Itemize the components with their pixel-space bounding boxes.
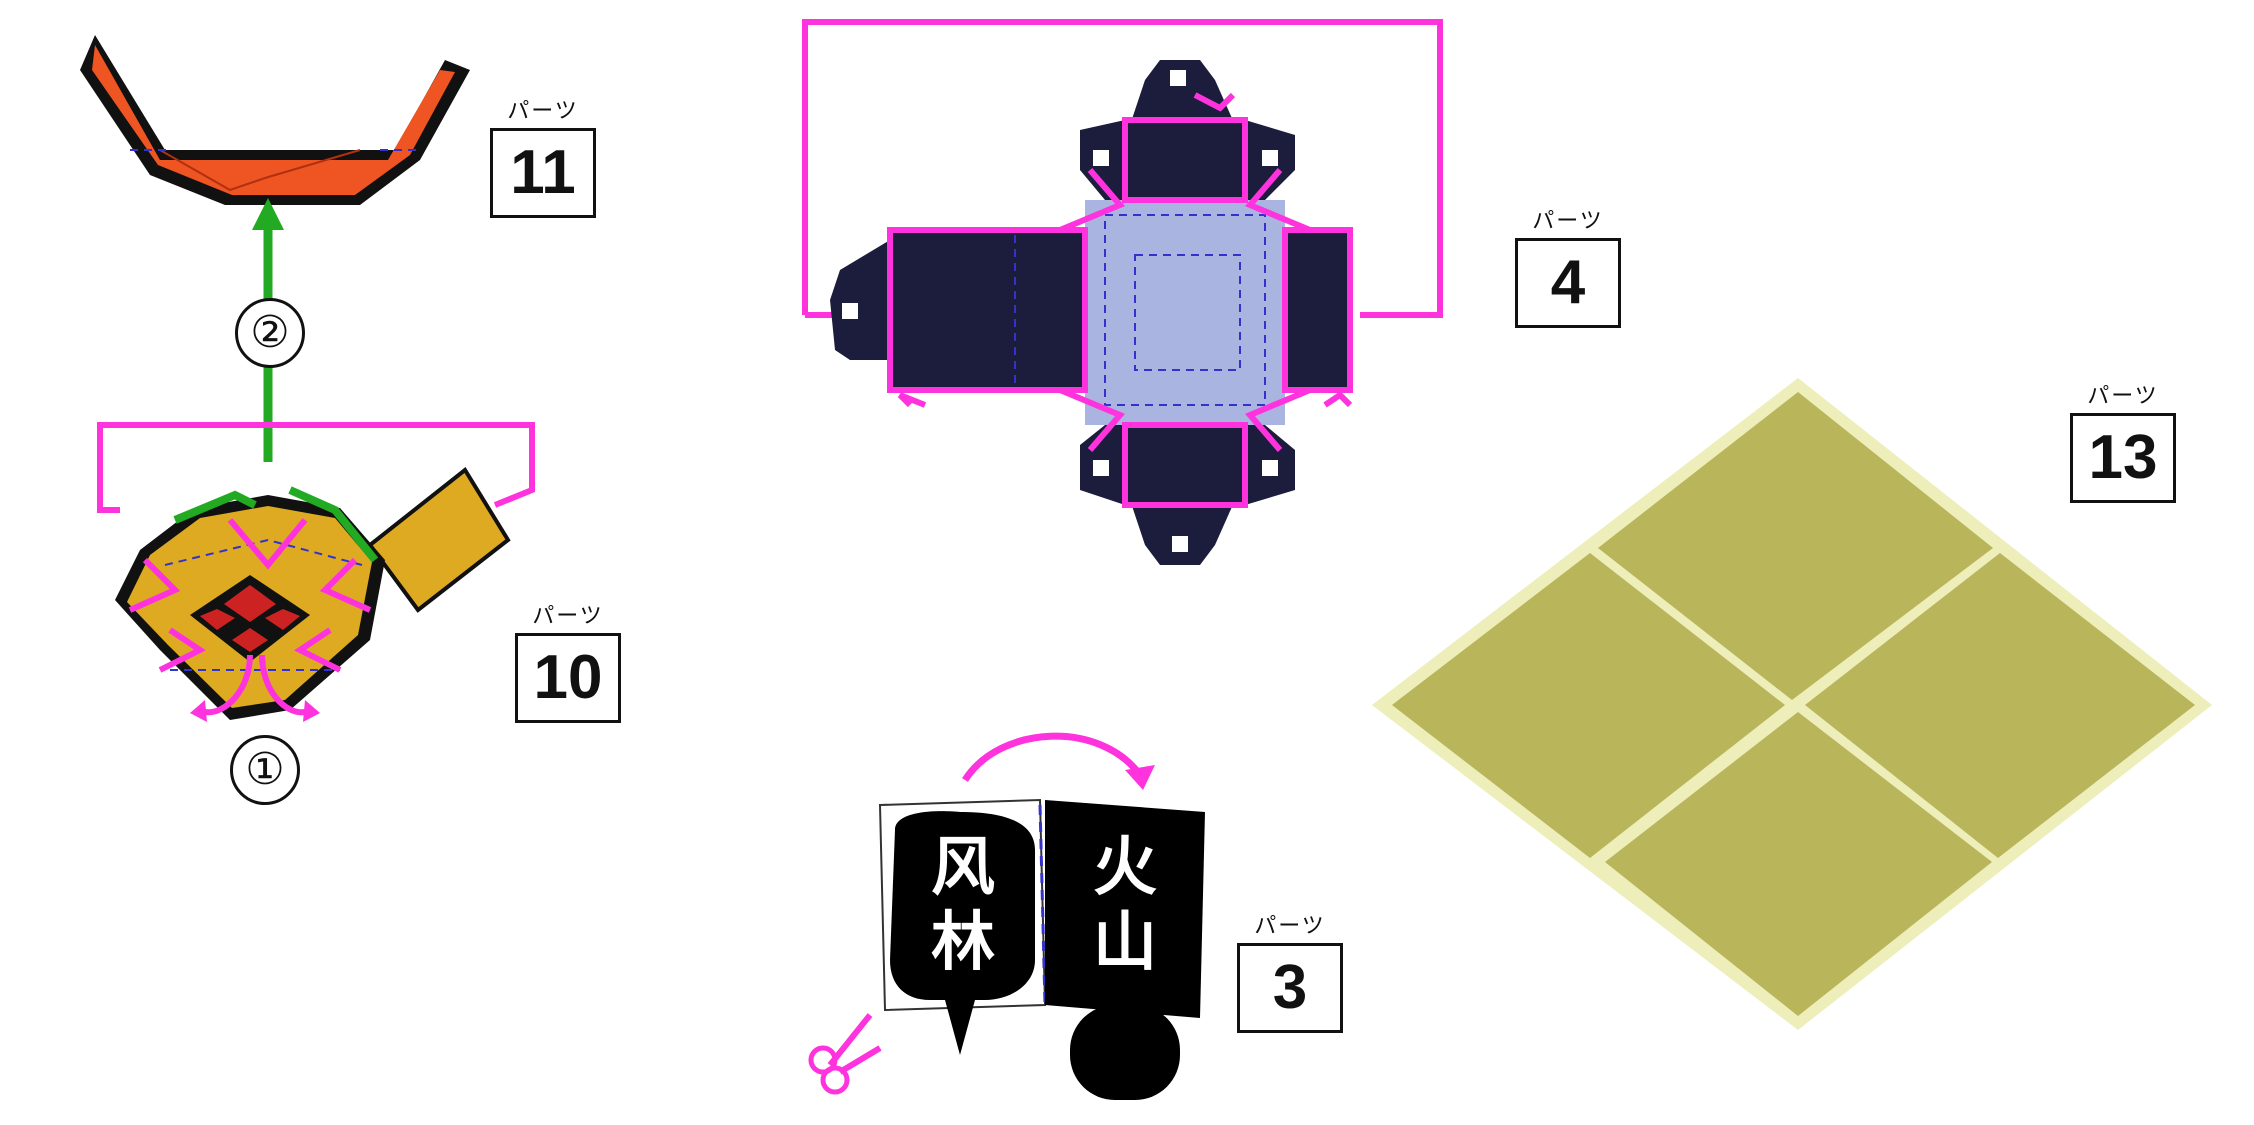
part-ruby: パーツ xyxy=(507,100,579,124)
part-number-3: 3 xyxy=(1237,943,1343,1033)
banner-char-wind: 风 xyxy=(903,830,1023,906)
banner-char-fire: 火 xyxy=(1065,830,1185,906)
part-label-11: パーツ 11 xyxy=(490,100,596,218)
part-ruby: パーツ xyxy=(2087,385,2159,409)
banner-char-forest: 林 xyxy=(903,905,1023,981)
curved-arrow-icon xyxy=(965,736,1140,780)
scissors-icon xyxy=(811,1015,880,1092)
part-number-10: 10 xyxy=(515,633,621,723)
step-1-marker: ① xyxy=(230,735,300,805)
part-number-13: 13 xyxy=(2070,413,2176,503)
part-label-10: パーツ 10 xyxy=(515,605,621,723)
part-ruby: パーツ xyxy=(1254,915,1326,939)
part-label-4: パーツ 4 xyxy=(1515,210,1621,328)
part-4-box-net xyxy=(805,22,1440,565)
part-ruby: パーツ xyxy=(532,605,604,629)
part-11-brim xyxy=(80,35,470,205)
part-ruby: パーツ xyxy=(1532,210,1604,234)
part-10-crest xyxy=(100,425,532,722)
part-number-4: 4 xyxy=(1515,238,1621,328)
part-label-13: パーツ 13 xyxy=(2070,385,2176,503)
part-number-11: 11 xyxy=(490,128,596,218)
step-2-marker: ② xyxy=(235,298,305,368)
banner-char-mountain: 山 xyxy=(1065,905,1185,981)
part-label-3: パーツ 3 xyxy=(1237,915,1343,1033)
